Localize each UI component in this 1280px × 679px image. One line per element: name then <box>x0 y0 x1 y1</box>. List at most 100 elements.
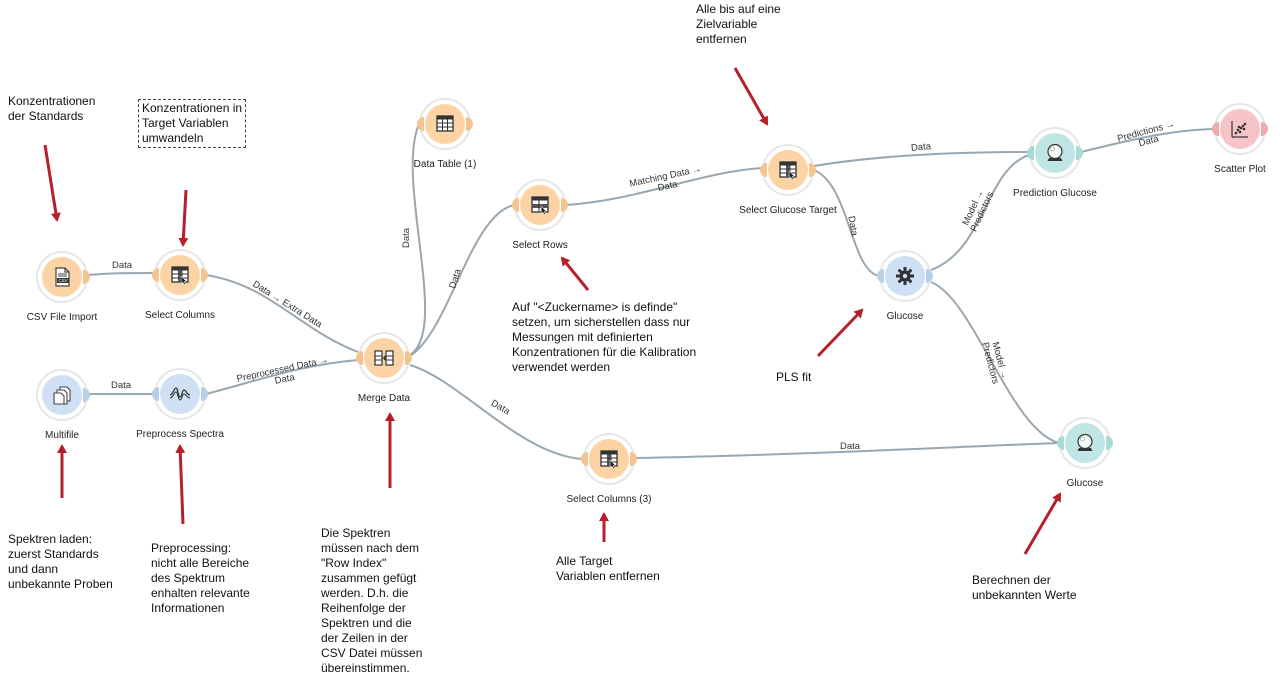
edge-csv-selcols[interactable] <box>87 272 155 276</box>
node-datatable[interactable] <box>417 98 473 150</box>
output-port[interactable] <box>201 387 208 401</box>
node-disc <box>160 374 200 414</box>
node-scatter[interactable] <box>1212 103 1268 155</box>
gear-icon <box>885 256 925 296</box>
output-port[interactable] <box>809 163 816 177</box>
node-label-datatable: Data Table (1) <box>413 159 477 170</box>
output-port[interactable] <box>405 351 412 365</box>
edge-predglu-scatter[interactable] <box>1080 128 1215 153</box>
output-port[interactable] <box>1261 122 1268 136</box>
edge-merge-datatable[interactable] <box>409 123 427 356</box>
output-port[interactable] <box>561 198 568 212</box>
table-icon <box>425 104 465 144</box>
node-label-multifile: Multifile <box>45 430 79 441</box>
edge-seltarget-predglu[interactable] <box>813 151 1030 167</box>
edge-pls-glucose2[interactable] <box>930 281 1060 444</box>
edge-pls-predglu[interactable] <box>930 154 1030 271</box>
node-csv[interactable]: CSV <box>36 251 90 303</box>
node-preproc[interactable] <box>152 368 208 420</box>
node-disc <box>1220 109 1260 149</box>
node-label-pls: Glucose <box>886 311 924 322</box>
edge-selrows-seltarget[interactable] <box>565 167 763 206</box>
edge-label-seltarget-pls: Data <box>845 215 860 237</box>
scatter-plot-icon <box>1220 109 1260 149</box>
note-konzentrationen-target[interactable]: Konzentrationen in Target Variablen umwa… <box>138 99 247 148</box>
edge-label-multifile-preproc: Data <box>111 380 132 391</box>
note-zuckername: Auf "<Zuckername> is definde" setzen, um… <box>512 300 697 374</box>
edge-merge-selcols3[interactable] <box>409 364 584 460</box>
note-berechnen: Berechnen der unbekannten Werte <box>972 573 1077 602</box>
node-selcols[interactable] <box>152 249 208 301</box>
multifile-icon <box>42 375 82 415</box>
output-port[interactable] <box>1106 436 1113 450</box>
node-label-seltarget: Select Glucose Target <box>739 205 837 216</box>
input-port[interactable] <box>417 117 424 131</box>
node-seltarget[interactable] <box>760 144 816 196</box>
node-multifile[interactable] <box>36 369 90 421</box>
output-port[interactable] <box>1076 146 1083 160</box>
annotation-arrow <box>816 308 864 358</box>
node-merge[interactable] <box>356 332 412 384</box>
annotation-arrow <box>175 444 186 525</box>
node-selrows[interactable] <box>512 179 568 231</box>
annotation-arrow <box>178 189 189 247</box>
input-port[interactable] <box>760 163 767 177</box>
node-label-predglu: Prediction Glucose <box>1013 188 1097 199</box>
input-port[interactable] <box>1057 436 1064 450</box>
node-label-csv: CSV File Import <box>26 312 98 323</box>
node-label-merge: Merge Data <box>357 393 411 404</box>
input-port[interactable] <box>356 351 363 365</box>
input-port[interactable] <box>512 198 519 212</box>
input-port[interactable] <box>152 268 159 282</box>
node-label-preproc: Preprocess Spectra <box>136 429 224 440</box>
csv-file-icon: CSV <box>42 257 82 297</box>
output-port[interactable] <box>926 269 933 283</box>
output-port[interactable] <box>83 388 90 402</box>
annotation-arrow <box>43 144 61 222</box>
node-label-glucose2: Glucose <box>1066 478 1104 489</box>
annotation-arrow <box>733 67 769 126</box>
note-preprocessing: Preprocessing: nicht alle Bereiche des S… <box>151 541 250 615</box>
select-columns-icon <box>768 150 808 190</box>
node-predglu[interactable] <box>1027 127 1083 179</box>
node-label-selcols3: Select Columns (3) <box>566 494 652 505</box>
svg-text:CSV: CSV <box>58 278 67 283</box>
annotation-arrows <box>43 67 1062 555</box>
annotation-arrow <box>1023 492 1062 555</box>
edge-preproc-merge[interactable] <box>205 359 359 395</box>
input-port[interactable] <box>877 269 884 283</box>
output-port[interactable] <box>201 268 208 282</box>
crystal-ball-icon <box>1035 133 1075 173</box>
annotation-arrow <box>560 256 590 291</box>
node-pls[interactable] <box>877 250 933 302</box>
input-port[interactable] <box>1027 146 1034 160</box>
note-row-index: Die Spektren müssen nach dem "Row Index"… <box>321 526 423 675</box>
edge-selcols-merge[interactable] <box>205 274 359 353</box>
output-port[interactable] <box>630 452 637 466</box>
merge-data-icon <box>364 338 404 378</box>
note-target-entfernen: Alle Target Variablen entfernen <box>556 554 660 583</box>
note-pls-fit: PLS fit <box>776 370 812 384</box>
crystal-ball-icon <box>1065 423 1105 463</box>
note-spektren-laden: Spektren laden: zuerst Standards und dan… <box>8 532 113 591</box>
node-label-selrows: Select Rows <box>512 240 568 251</box>
edge-label-selcols3-glucose2: Data <box>840 441 861 452</box>
input-port[interactable] <box>152 387 159 401</box>
note-zielvariable: Alle bis auf eine Zielvariable entfernen <box>696 2 781 46</box>
output-port[interactable] <box>83 270 90 284</box>
edge-label-seltarget-predglu: Data <box>910 141 932 154</box>
edges-layer <box>87 123 1215 460</box>
edge-selcols3-glucose2[interactable] <box>634 442 1060 459</box>
input-port[interactable] <box>1212 122 1219 136</box>
node-glucose2[interactable] <box>1057 417 1113 469</box>
output-port[interactable] <box>466 117 473 131</box>
edge-merge-selrows[interactable] <box>409 204 515 357</box>
node-label-scatter: Scatter Plot <box>1214 164 1266 175</box>
edge-seltarget-pls[interactable] <box>813 169 880 277</box>
edge-label-merge-datatable: Data <box>401 227 413 249</box>
input-port[interactable] <box>581 452 588 466</box>
node-selcols3[interactable] <box>581 433 637 485</box>
spectra-icon <box>160 374 200 414</box>
note-konzentrationen-standards: Konzentrationen der Standards <box>8 94 96 123</box>
